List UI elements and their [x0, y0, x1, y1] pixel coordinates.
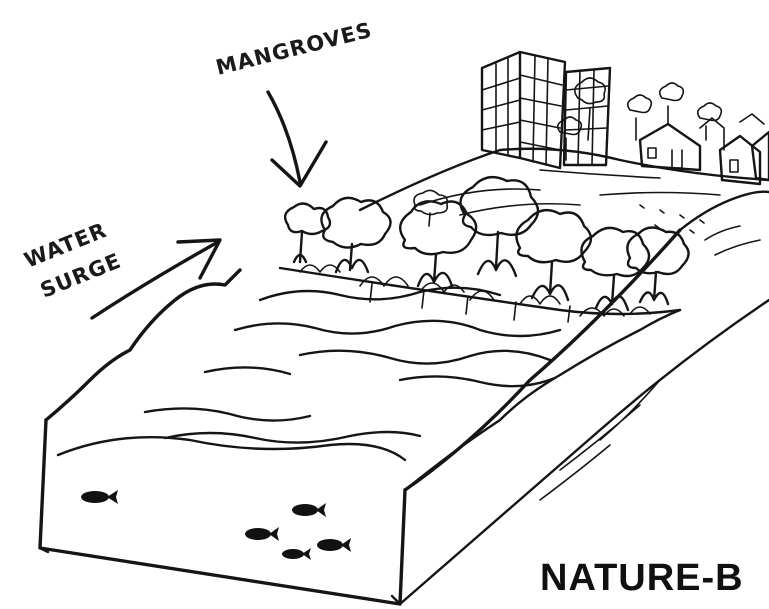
water-surface: [46, 270, 680, 490]
page-title: NATURE-B: [540, 557, 744, 599]
fish-icon: [81, 490, 118, 504]
city-skyline: [482, 52, 769, 184]
mangroves-arrow: [268, 92, 326, 186]
mangrove-tree-icon: [321, 198, 390, 272]
mangroves-label: MANGROVES: [213, 18, 374, 80]
fish-icon: [292, 503, 326, 517]
house-icon: [640, 124, 700, 170]
fish-icon: [317, 538, 351, 552]
mangrove-tree-icon: [516, 210, 591, 300]
fish-icon: [245, 527, 279, 541]
fish-icon: [282, 548, 311, 560]
terrain-block: [40, 192, 769, 604]
mangrove-tree-icon: [627, 227, 688, 304]
fish-group: [81, 490, 351, 560]
mangrove-trees: [280, 177, 689, 322]
mangrove-tree-icon: [414, 190, 447, 226]
